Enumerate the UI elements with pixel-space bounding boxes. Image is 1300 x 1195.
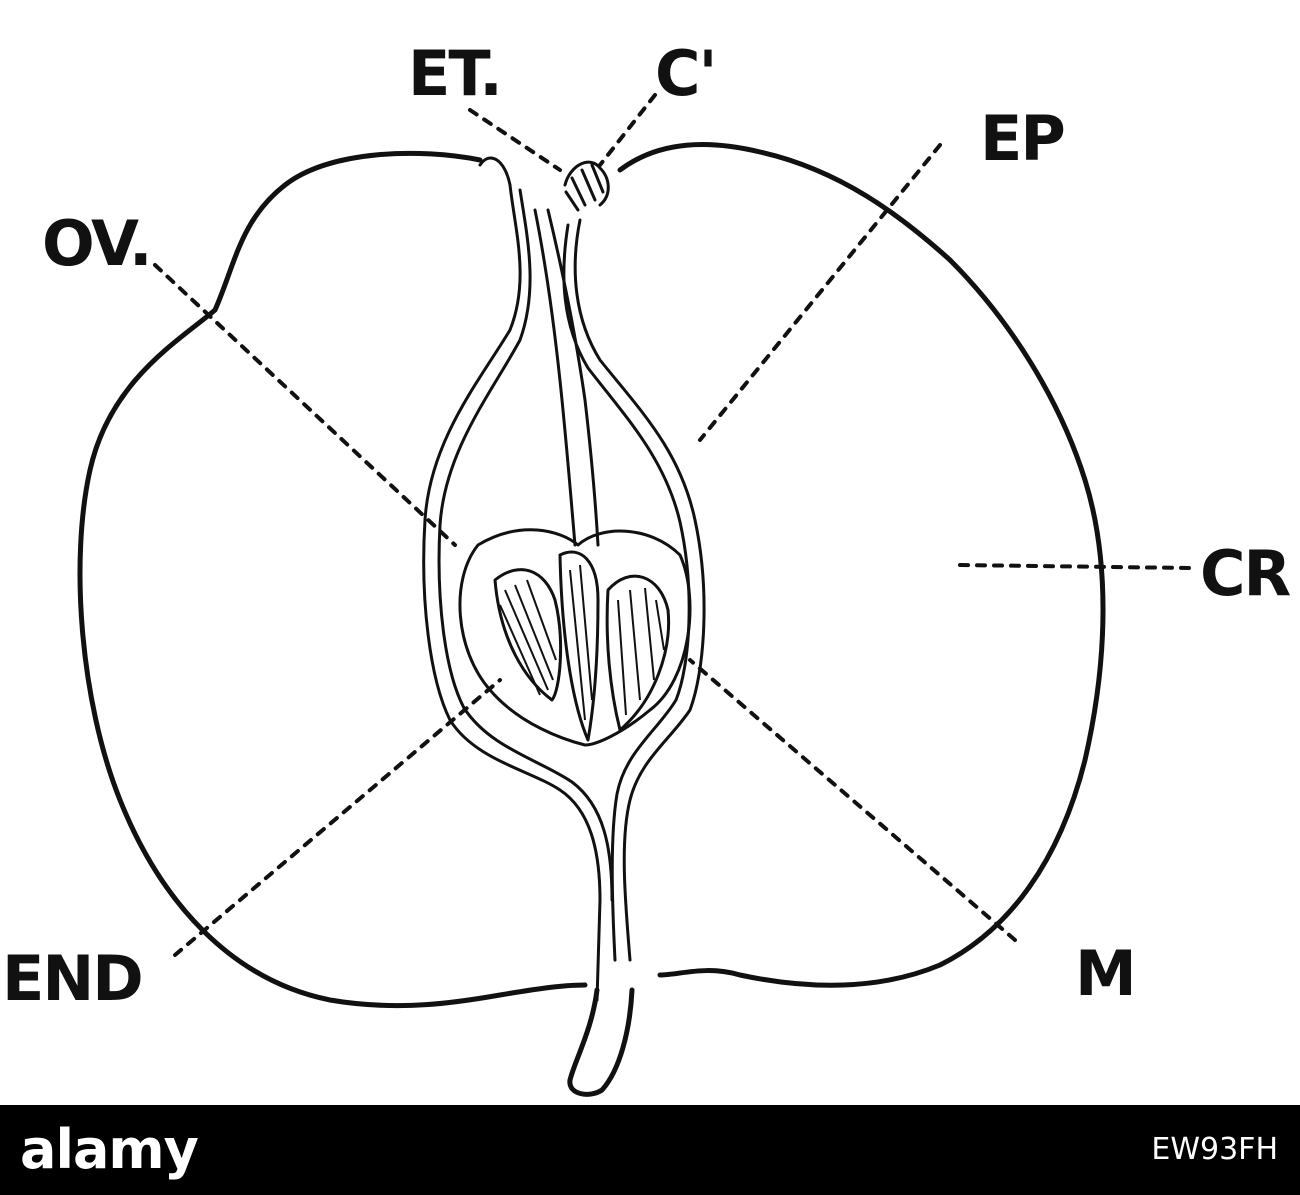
image-code: EW93FH: [1151, 1105, 1278, 1195]
label-cr: CR: [1200, 537, 1291, 610]
seed-right: [607, 576, 668, 730]
stalk: [570, 990, 632, 1094]
label-ep: EP: [980, 102, 1064, 175]
label-end: END: [2, 942, 142, 1015]
label-ov: OV.: [42, 207, 151, 280]
label-m: M: [1075, 937, 1135, 1010]
seed-middle: [560, 552, 598, 740]
label-et: ET.: [408, 37, 501, 110]
seed-left: [495, 570, 561, 700]
calyx: [480, 158, 608, 210]
pear-outline-left: [80, 153, 585, 1005]
watermark-bar: alamy EW93FH: [0, 1105, 1300, 1195]
carpel-chamber: [460, 530, 690, 745]
label-c: C': [655, 37, 715, 110]
style-strand: [535, 210, 575, 545]
pear-section-diagram: ET. C' EP OV. CR END M: [0, 0, 1300, 1105]
core-outline-left: [424, 185, 600, 1000]
brand-logo: alamy: [20, 1105, 198, 1195]
core-inner-left: [439, 190, 612, 900]
leader-lines: [155, 95, 1190, 955]
